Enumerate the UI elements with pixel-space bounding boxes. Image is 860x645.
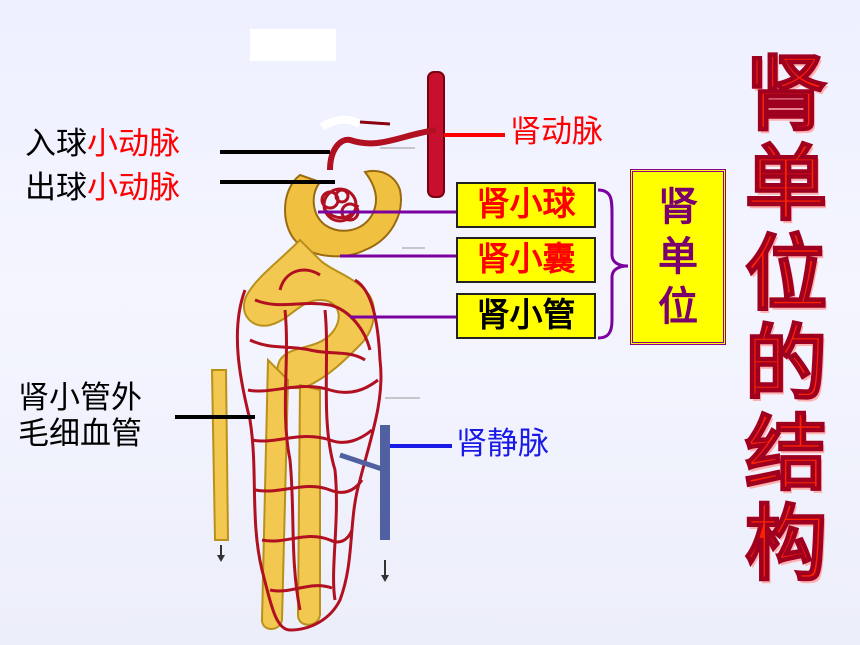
page-title: 肾 单 位 的 结 构 (738, 47, 834, 592)
tubule-box: 肾小管 (456, 293, 596, 339)
glomerulus-box: 肾小球 (456, 182, 596, 228)
nephron-bracket (597, 188, 629, 340)
glomerulus-tangle (320, 187, 360, 223)
title-char: 肾 (744, 47, 828, 142)
peritubular-capillaries (235, 268, 383, 632)
nephron-box: 肾 单 位 (630, 169, 726, 345)
title-char: 构 (744, 497, 828, 592)
renal-artery-vessel (427, 71, 445, 198)
afferent-arteriole (327, 127, 437, 171)
capsule-box: 肾小囊 (456, 237, 596, 283)
renal-vein-label: 肾静脉 (456, 426, 549, 462)
title-char: 的 (744, 317, 828, 412)
afferent-arteriole-label: 入球小动脉 (25, 126, 180, 162)
title-char: 结 (744, 407, 828, 502)
title-char: 位 (744, 227, 828, 322)
efferent-arteriole-label: 出球小动脉 (25, 170, 180, 206)
blank-placeholder (250, 29, 336, 61)
tubule (210, 238, 376, 630)
renal-artery-label: 肾动脉 (510, 114, 603, 150)
peritubular-capillary-label: 肾小管外 毛细血管 (18, 380, 142, 452)
title-char: 单 (744, 137, 828, 232)
